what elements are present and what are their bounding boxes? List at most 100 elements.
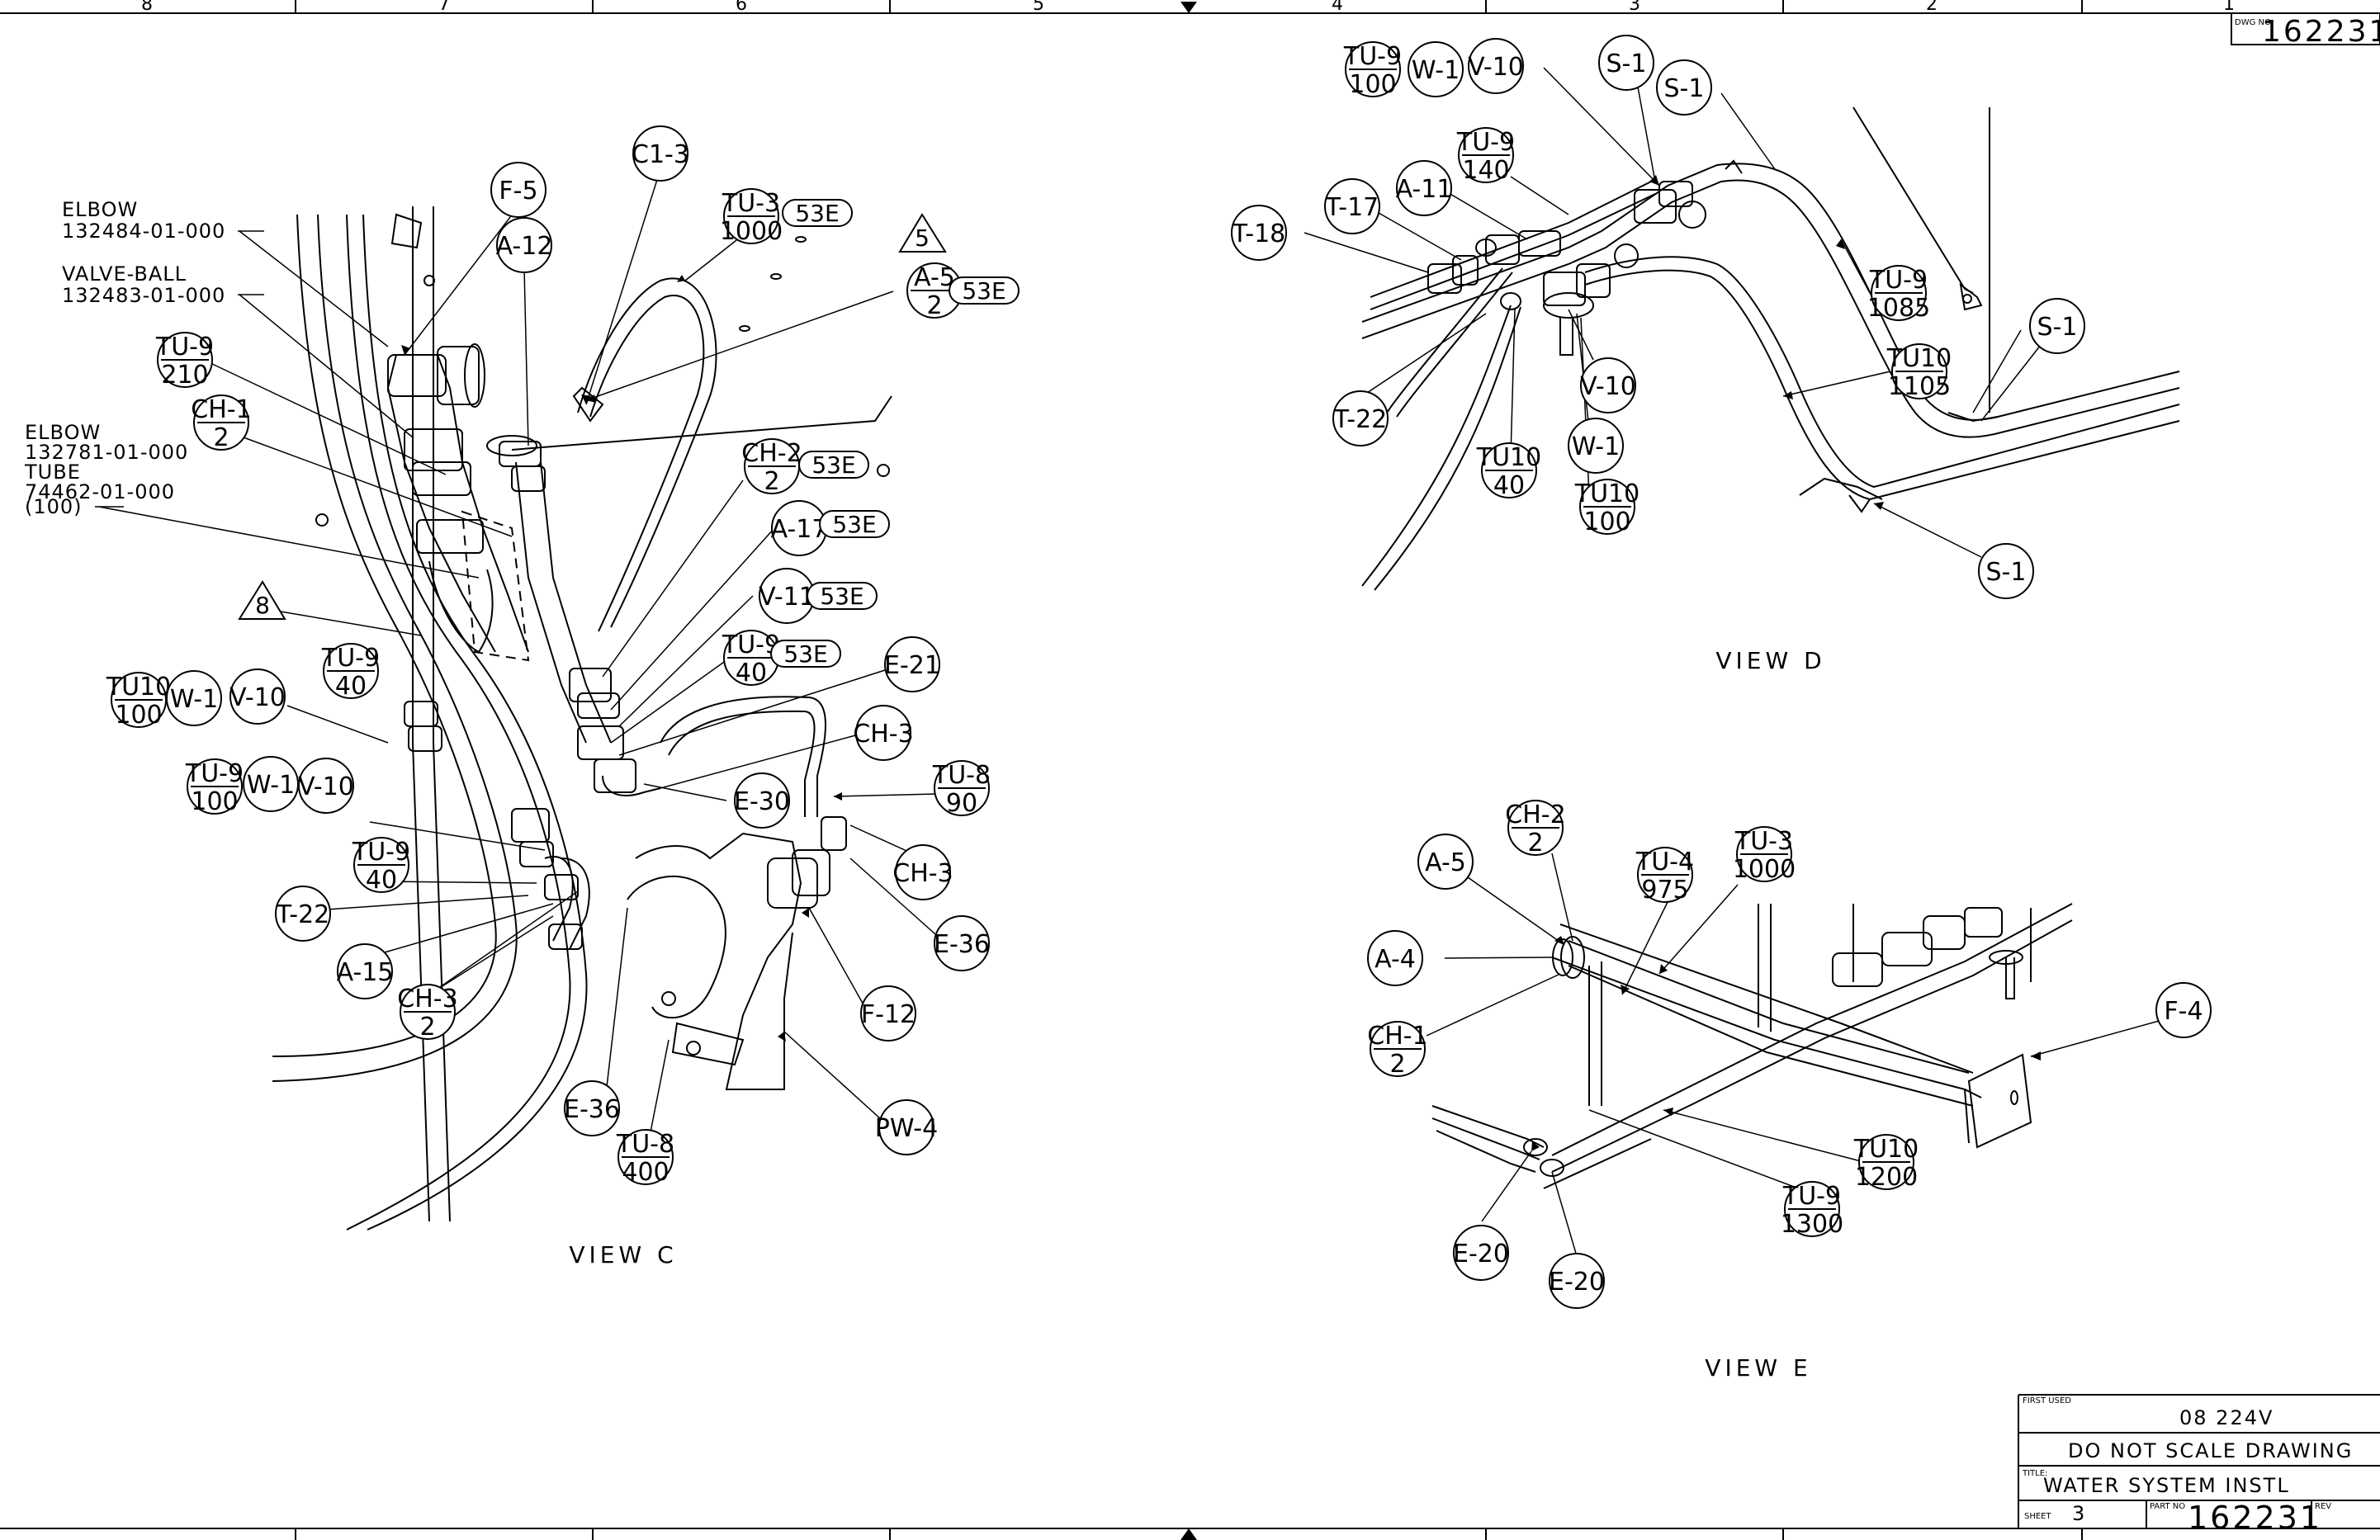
balloon-s-1: S-1	[2029, 298, 2085, 354]
balloon-circle	[895, 844, 951, 900]
balloon-item-code: V-10	[229, 683, 286, 712]
center-mark-top	[1181, 2, 1197, 13]
sheet-number: 3	[2072, 1502, 2086, 1525]
balloon-quantity: 100	[191, 787, 238, 816]
balloon-item-code: TU-9	[185, 759, 244, 788]
balloon-item-code: T-18	[1232, 220, 1286, 248]
balloon-circle	[1417, 834, 1474, 890]
zone-number: 2	[1926, 0, 1938, 15]
balloon-quantity: 140	[1462, 156, 1509, 185]
title-label: TITLE:	[2022, 1469, 2047, 1478]
balloon-w-1: W-1	[1568, 418, 1624, 474]
part-label-elbow-1: ELBOW 132484-01-000	[62, 198, 264, 243]
zone-number: 8	[141, 0, 153, 15]
rev-label: REV	[2315, 1502, 2331, 1511]
balloon-tag-text: 53E	[962, 277, 1005, 305]
balloon-v-10: V-10	[229, 668, 286, 725]
balloon-item-code: TU-3	[722, 189, 780, 218]
title-block: FIRST USED 08 224V DO NOT SCALE DRAWING …	[2018, 1394, 2380, 1536]
balloon-circle	[166, 670, 222, 726]
balloon-item-code: TU-8	[616, 1130, 674, 1159]
balloon-quantity: 100	[1583, 508, 1630, 536]
balloon-tu-9-40: TU-940	[321, 643, 380, 701]
balloon-w-1: W-1	[1408, 41, 1464, 97]
balloon-item-code: T-17	[1325, 193, 1379, 222]
view-d-leaders	[1304, 67, 2056, 558]
balloon-quantity: 100	[1349, 70, 1396, 99]
balloon-quantity: 100	[115, 701, 162, 730]
view-d-linework	[1361, 106, 2180, 591]
balloon-quantity: 1300	[1781, 1210, 1843, 1239]
balloon-circle	[734, 772, 790, 829]
balloon-s-1: S-1	[1598, 35, 1654, 91]
balloon-item-code: A-12	[496, 232, 553, 261]
balloon-tag: 53E	[770, 640, 841, 668]
balloon-quantity: 40	[335, 672, 367, 701]
balloon-item-code: CH-2	[741, 439, 802, 468]
balloon-item-code: TU10	[1853, 1135, 1919, 1164]
balloon-item-code: W-1	[1572, 432, 1620, 461]
balloon-item-code: F-12	[861, 1000, 916, 1029]
center-mark-bottom	[1181, 1528, 1197, 1540]
zone-number: 1	[2223, 0, 2235, 15]
balloon-circle	[496, 217, 552, 273]
balloon-item-code: V-10	[1468, 53, 1524, 82]
part-label-line: (100)	[25, 495, 83, 518]
balloon-item-code: T-22	[276, 900, 330, 929]
balloon-item-code: A-15	[337, 958, 394, 987]
balloon-s-1: S-1	[1656, 59, 1712, 116]
balloon-quantity: 2	[764, 467, 779, 496]
balloon-quantity: 2	[419, 1013, 435, 1042]
part-label-valve-ball: VALVE-BALL 132483-01-000	[62, 262, 264, 307]
balloon-item-code: C1-3	[632, 140, 689, 169]
flag-note-number: 8	[255, 592, 270, 619]
balloon-tag-text: 53E	[783, 640, 827, 668]
balloon-circle	[275, 886, 331, 942]
balloon-item-code: E-20	[1453, 1240, 1509, 1268]
balloon-ch-2-2: CH-22 53E	[741, 438, 869, 496]
balloon-quantity: 210	[161, 361, 208, 390]
balloon-e-36: E-36	[934, 915, 990, 971]
balloon-circle	[1580, 357, 1636, 413]
balloon-item-code: CH-2	[1505, 801, 1565, 829]
dwg-no: 162231	[2262, 15, 2380, 49]
balloon-tag-text: 53E	[811, 451, 855, 479]
balloon-ch-2-2: CH-22	[1505, 800, 1566, 857]
balloon-item-code: F-5	[499, 177, 537, 205]
balloon-tag: 53E	[798, 451, 869, 479]
balloon-t-22: T-22	[1332, 390, 1389, 446]
balloon-circle	[1549, 1253, 1605, 1309]
do-not-scale-notice: DO NOT SCALE DRAWING	[2068, 1439, 2353, 1462]
balloon-item-code: S-1	[1986, 558, 2027, 587]
view-d-arrowheads	[1649, 175, 1884, 510]
balloon-tag-text: 53E	[832, 511, 876, 538]
flag-note-8: 8	[238, 580, 286, 620]
part-label-elbow-tube: ELBOW 132781-01-000 TUBE 74462-01-000 (1…	[24, 421, 187, 518]
balloon-item-code: PW-4	[875, 1114, 938, 1143]
balloon-f-4: F-4	[2155, 982, 2212, 1038]
balloon-quantity: 1085	[1867, 294, 1930, 323]
balloon-quantity: 90	[946, 789, 977, 818]
balloon-a-15: A-15	[337, 943, 394, 999]
balloon-circle	[243, 756, 299, 812]
balloon-ch-1-2: CH-12	[1367, 1021, 1428, 1079]
balloon-item-code: W-1	[170, 685, 218, 714]
view-d-title: VIEW D	[1715, 647, 1825, 674]
balloon-item-code: E-30	[734, 787, 790, 816]
balloon-tu-9-40: TU-940	[352, 837, 410, 895]
balloon-ch-3: CH-3	[892, 844, 953, 900]
balloon-item-code: TU-9	[352, 838, 410, 867]
balloon-circle	[884, 636, 940, 692]
balloon-quantity: 1000	[1733, 855, 1796, 884]
balloon-item-code: E-36	[564, 1095, 620, 1124]
